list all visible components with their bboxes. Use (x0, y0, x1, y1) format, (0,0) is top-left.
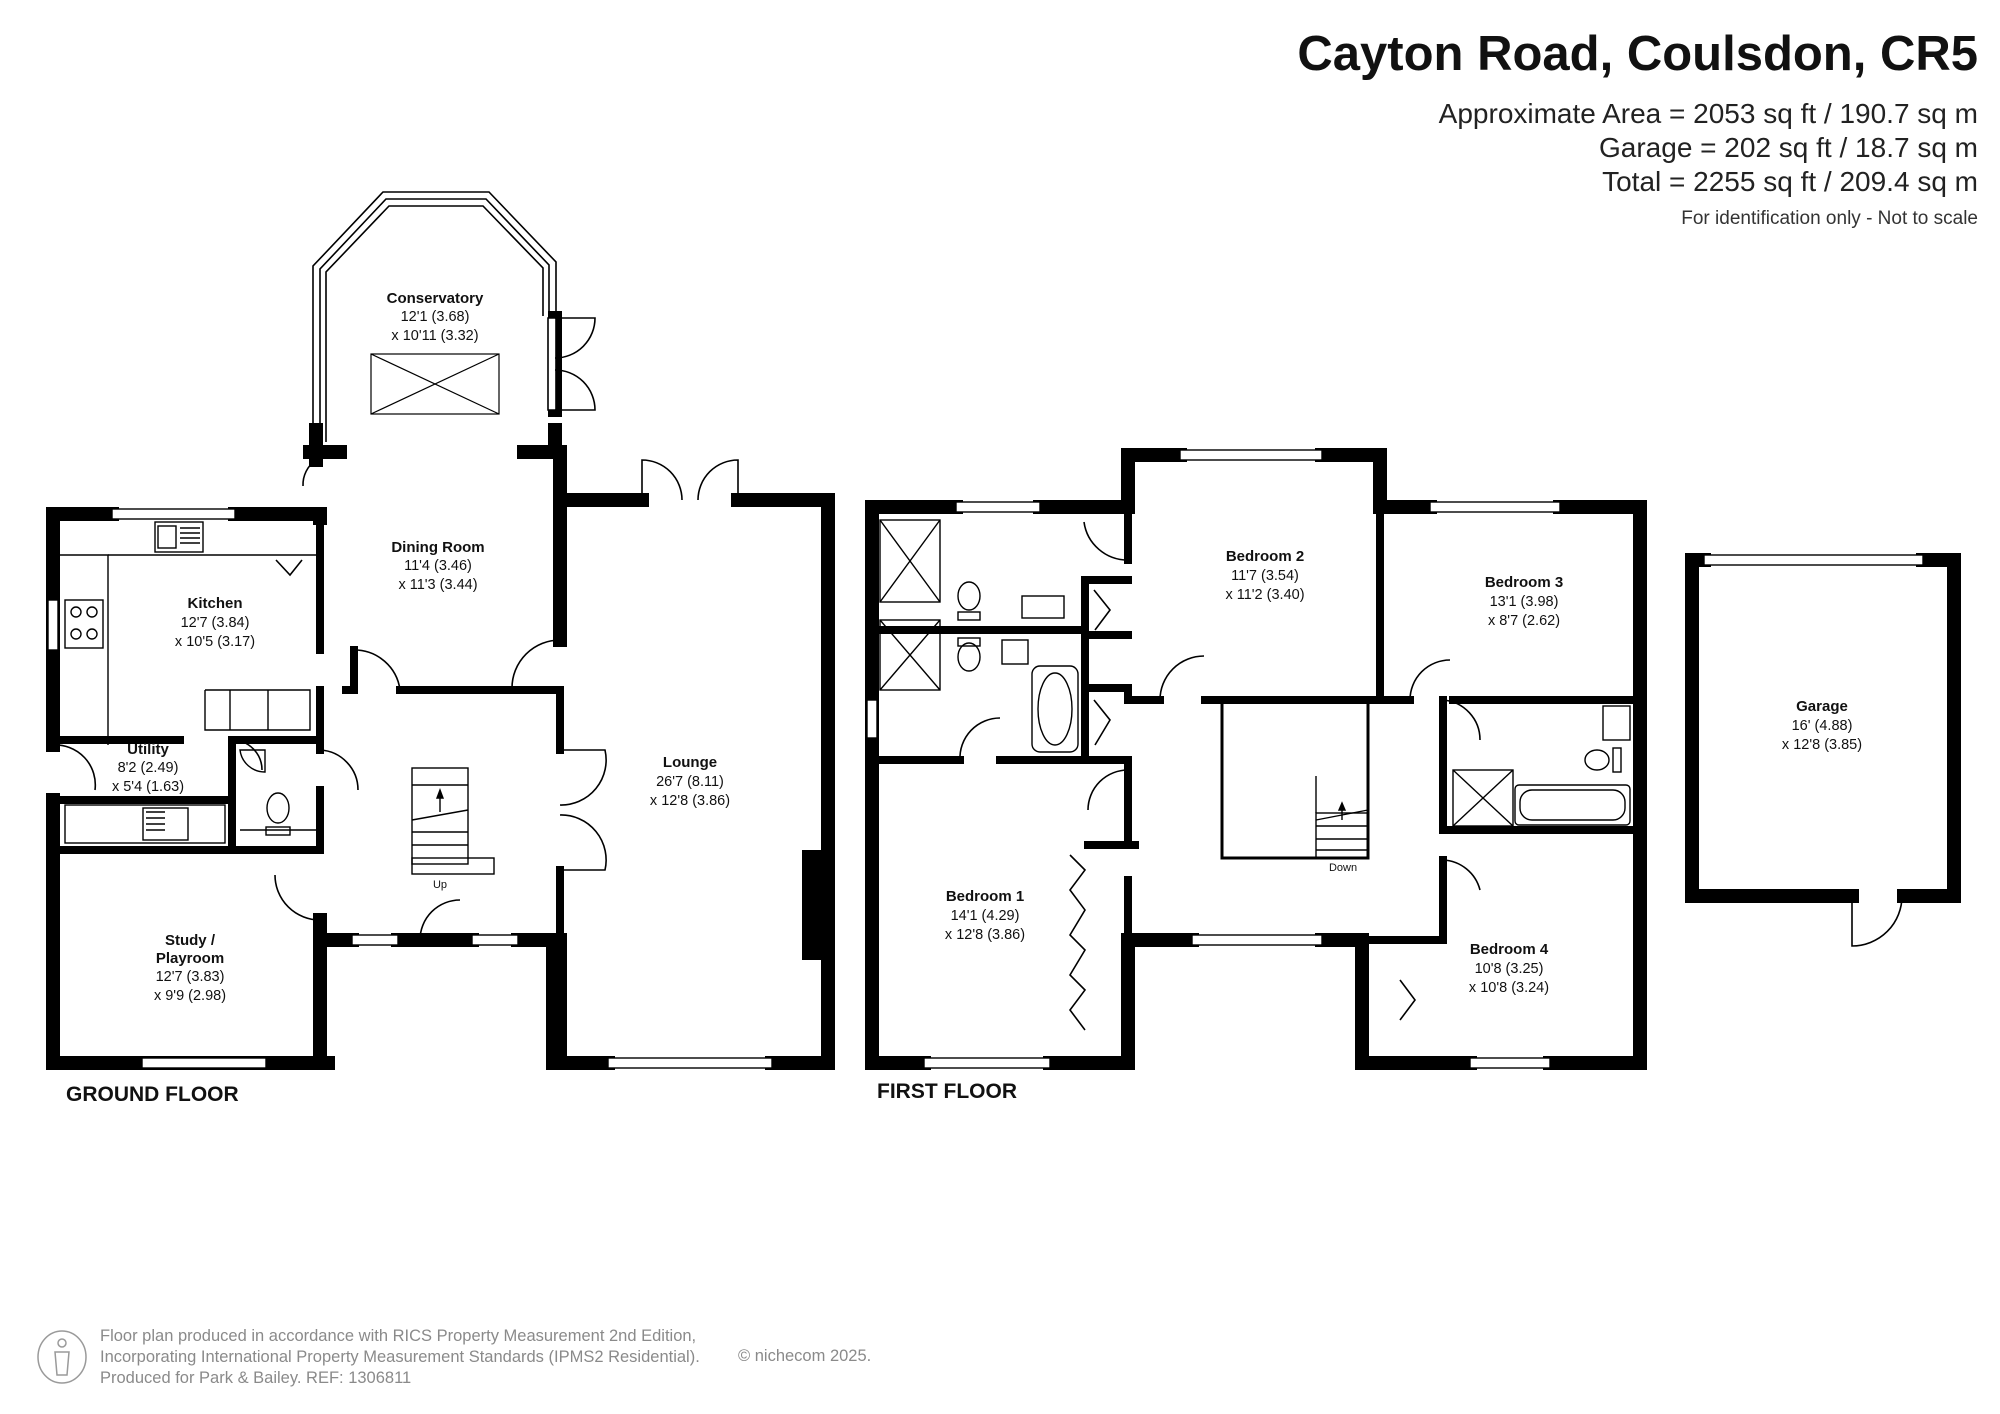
room-name: Lounge (663, 754, 717, 771)
property-title: Cayton Road, Coulsdon, CR5 (1297, 27, 1978, 81)
first-windows (866, 449, 1561, 1069)
room-name: Utility (127, 741, 169, 758)
room-name: Bedroom 1 (946, 888, 1024, 905)
room-name: Kitchen (187, 595, 242, 612)
room-dim: x 8'7 (2.62) (1488, 613, 1560, 629)
room-name: Study / (165, 932, 216, 949)
room-dim: 14'1 (4.29) (951, 908, 1020, 924)
room-labels: Conservatory 12'1 (3.68) x 10'11 (3.32) … (112, 290, 1862, 1004)
total-area: Total = 2255 sq ft / 209.4 sq m (1602, 166, 1978, 197)
ground-doors (52, 317, 739, 941)
room-dim: x 11'2 (3.40) (1225, 587, 1304, 603)
room-dim: 10'8 (3.25) (1475, 961, 1544, 977)
room-dim: x 12'8 (3.86) (650, 793, 730, 809)
room-name: Bedroom 4 (1470, 941, 1549, 958)
room-dim: 8'2 (2.49) (118, 760, 179, 776)
room-dim: x 10'5 (3.17) (175, 634, 255, 650)
room-name: Dining Room (391, 539, 484, 556)
stairs-up-label: Up (433, 879, 447, 891)
room-dim: 11'4 (3.46) (404, 558, 472, 574)
room-name: Playroom (156, 950, 224, 967)
footer-line: Floor plan produced in accordance with R… (100, 1327, 697, 1345)
identification-note: For identification only - Not to scale (1681, 208, 1978, 229)
room-dim: x 9'9 (2.98) (154, 988, 226, 1004)
person-measure-icon (37, 1330, 87, 1384)
copyright-brand: © nichecom 2025. (738, 1347, 872, 1365)
footer-line: Incorporating International Property Mea… (100, 1348, 700, 1366)
first-floor-label: FIRST FLOOR (877, 1080, 1017, 1103)
garage-walls (1685, 553, 1961, 903)
first-doors (959, 521, 1481, 1031)
room-dim: 11'7 (3.54) (1231, 568, 1299, 584)
ground-stairs (411, 767, 495, 875)
approximate-area: Approximate Area = 2053 sq ft / 190.7 sq… (1438, 98, 1978, 129)
room-dim: 13'1 (3.98) (1490, 594, 1559, 610)
garage-side-door (1851, 895, 1903, 947)
room-dim: x 10'11 (3.32) (391, 328, 478, 344)
room-name: Bedroom 3 (1485, 574, 1563, 591)
room-dim: x 12'8 (3.85) (1782, 737, 1862, 753)
ground-floor-walls (46, 311, 835, 1070)
stairs-down-label: Down (1329, 862, 1357, 874)
room-name: Conservatory (387, 290, 484, 307)
room-dim: x 5'4 (1.63) (112, 779, 184, 795)
first-stairs (1315, 776, 1369, 859)
garage-door (1703, 554, 1924, 566)
kitchen-fittings (58, 521, 320, 844)
room-dim: x 12'8 (3.86) (945, 927, 1025, 943)
ground-floor-label: GROUND FLOOR (66, 1083, 239, 1106)
roof-lantern (370, 353, 500, 415)
room-dim: 12'1 (3.68) (401, 309, 470, 325)
ground-windows (47, 508, 773, 1069)
footer-line: Produced for Park & Bailey. REF: 1306811 (100, 1369, 412, 1387)
room-dim: 26'7 (8.11) (656, 774, 724, 790)
room-dim: 12'7 (3.83) (156, 969, 225, 985)
garage-area: Garage = 202 sq ft / 18.7 sq m (1599, 132, 1978, 163)
room-dim: x 10'8 (3.24) (1469, 980, 1549, 996)
conservatory-glazing (312, 191, 557, 442)
room-dim: 16' (4.88) (1792, 718, 1853, 734)
room-dim: 12'7 (3.84) (181, 615, 250, 631)
footer-notes: Floor plan produced in accordance with R… (100, 1326, 700, 1389)
room-dim: x 11'3 (3.44) (398, 577, 477, 593)
first-floor-walls (865, 448, 1647, 1070)
room-name: Garage (1796, 698, 1848, 715)
first-floor-fittings (879, 519, 1631, 827)
room-name: Bedroom 2 (1226, 548, 1304, 565)
